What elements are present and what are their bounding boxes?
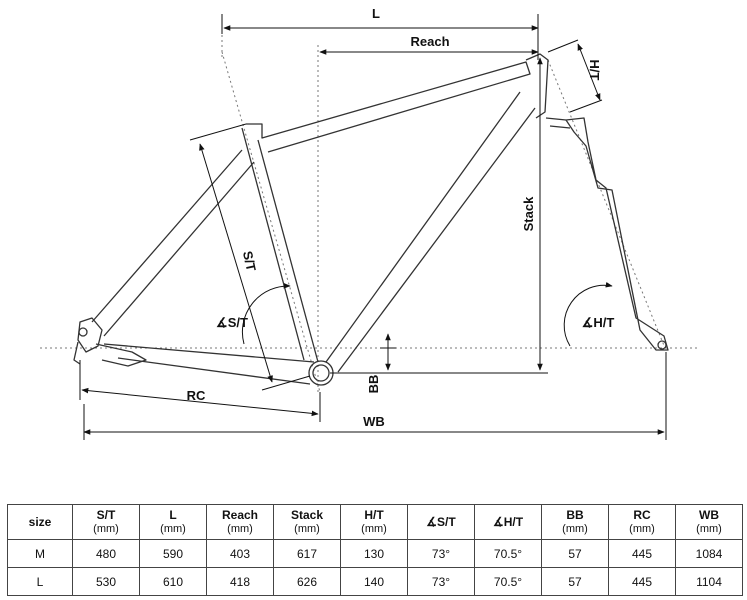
col-header: RC(mm)	[608, 504, 676, 540]
table-row: M 480 590 403 617 130 73° 70.5° 57 445 1…	[7, 539, 743, 568]
table-cell: 70.5°	[474, 539, 542, 568]
label-st: S/T	[240, 250, 259, 273]
table-cell: 57	[541, 567, 609, 596]
table-cell: 617	[273, 539, 341, 568]
label-stack: Stack	[521, 196, 536, 231]
table-cell: 140	[340, 567, 408, 596]
col-header: Stack(mm)	[273, 504, 341, 540]
head-tube	[525, 53, 549, 119]
table-cell: 73°	[407, 539, 475, 568]
frame-geometry-diagram: L Reach H/T Stack S/T ∡S/T ∡H/T BB RC WB	[40, 6, 700, 440]
fork	[565, 117, 669, 351]
top-tube	[246, 61, 531, 153]
rear-dropout	[77, 317, 103, 353]
table-cell: 610	[139, 567, 207, 596]
table-cell: 130	[340, 539, 408, 568]
dimension-lines	[79, 14, 667, 440]
label-bb: BB	[366, 375, 381, 394]
table-cell: 1084	[675, 539, 743, 568]
label-ht: H/T	[587, 60, 602, 81]
col-header: ∡S/T	[407, 504, 475, 540]
cell-size: M	[7, 539, 73, 568]
label-reach: Reach	[410, 34, 449, 49]
col-header: WB(mm)	[675, 504, 743, 540]
label-rc: RC	[187, 388, 206, 403]
table-cell: 403	[206, 539, 274, 568]
table-header-row: size S/T(mm) L(mm) Reach(mm) Stack(mm) H…	[7, 504, 743, 540]
table-cell: 480	[72, 539, 140, 568]
col-header: size	[7, 504, 73, 540]
table-cell: 590	[139, 539, 207, 568]
table-cell: 73°	[407, 567, 475, 596]
table-cell: 626	[273, 567, 341, 596]
col-header: L(mm)	[139, 504, 207, 540]
table-cell: 445	[608, 539, 676, 568]
col-header: BB(mm)	[541, 504, 609, 540]
col-header: H/T(mm)	[340, 504, 408, 540]
table-cell: 57	[541, 539, 609, 568]
bike-frame	[73, 53, 669, 386]
down-tube	[325, 91, 536, 373]
table-cell: 530	[72, 567, 140, 596]
table-cell: 70.5°	[474, 567, 542, 596]
label-l: L	[372, 6, 380, 21]
col-header: ∡H/T	[474, 504, 542, 540]
table-cell: 1104	[675, 567, 743, 596]
label-angle-ht: ∡H/T	[582, 315, 615, 330]
geometry-table: size S/T(mm) L(mm) Reach(mm) Stack(mm) H…	[7, 504, 743, 596]
label-wb: WB	[363, 414, 385, 429]
col-header: Reach(mm)	[206, 504, 274, 540]
table-cell: 445	[608, 567, 676, 596]
col-header: S/T(mm)	[72, 504, 140, 540]
label-angle-st: ∡S/T	[216, 315, 248, 330]
cell-size: L	[7, 567, 73, 596]
table-cell: 418	[206, 567, 274, 596]
table-row: L 530 610 418 626 140 73° 70.5° 57 445 1…	[7, 567, 743, 596]
